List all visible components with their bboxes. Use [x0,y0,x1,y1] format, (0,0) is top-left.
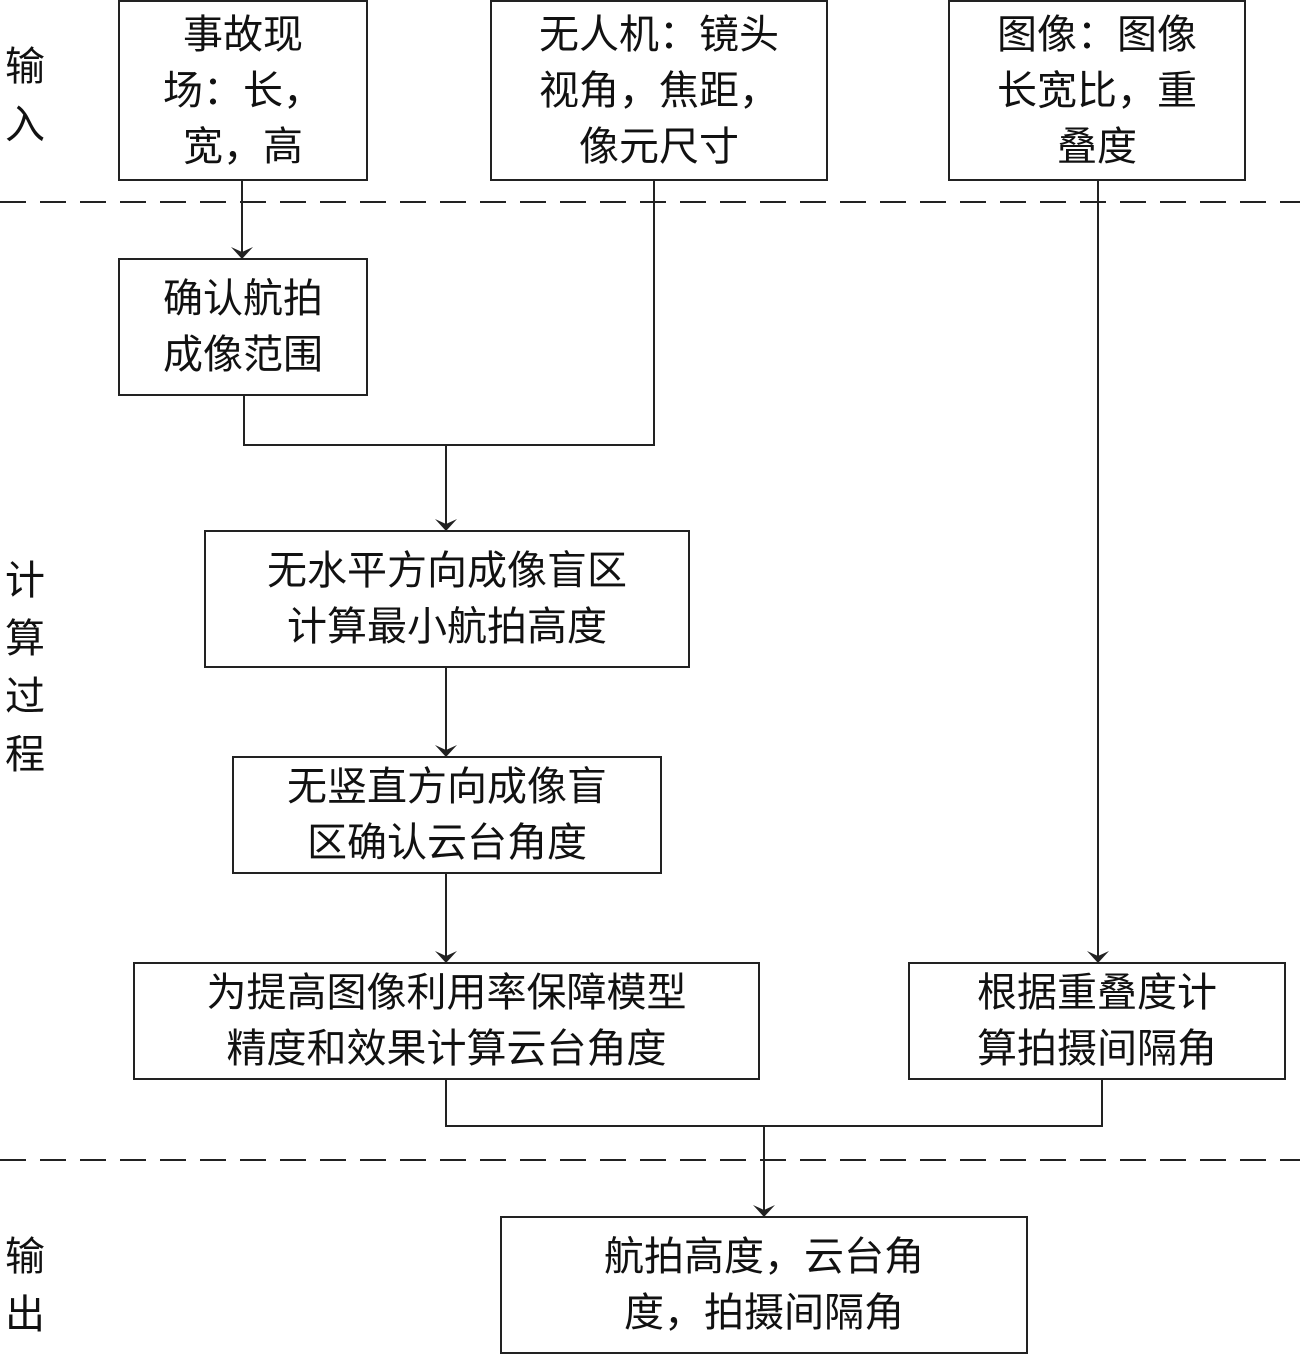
node-gimbal-confirm-text: 无竖直方向成像盲 区确认云台角度 [287,764,607,866]
node-uav-params-text: 无人机：镜头 视角，焦距， 像元尺寸 [539,11,779,170]
node-interval: 根据重叠度计 算拍摄间隔角 [908,962,1286,1080]
connector-range-uav-merge [243,180,655,446]
section-label-input: 输 入 [5,44,45,148]
node-gimbal-confirm: 无竖直方向成像盲 区确认云台角度 [232,756,662,874]
node-min-height-text: 无水平方向成像盲区 计算最小航拍高度 [267,548,627,650]
node-interval-text: 根据重叠度计 算拍摄间隔角 [977,970,1217,1072]
node-accident-scene-text: 事故现 场：长， 宽，高 [163,11,323,170]
node-confirm-range: 确认航拍 成像范围 [118,258,368,396]
section-label-process: 计 算 过 程 [5,558,45,778]
section-label-output: 输 出 [5,1234,45,1338]
node-uav-params: 无人机：镜头 视角，焦距， 像元尺寸 [490,0,828,181]
node-result-text: 航拍高度，云台角 度，拍摄间隔角 [604,1234,924,1336]
node-image-params: 图像：图像 长宽比，重 叠度 [948,0,1246,181]
node-gimbal-calc-text: 为提高图像利用率保障模型 精度和效果计算云台角度 [206,970,687,1072]
node-result: 航拍高度，云台角 度，拍摄间隔角 [500,1216,1028,1354]
node-accident-scene: 事故现 场：长， 宽，高 [118,0,368,181]
node-gimbal-calc: 为提高图像利用率保障模型 精度和效果计算云台角度 [133,962,760,1080]
node-image-params-text: 图像：图像 长宽比，重 叠度 [997,11,1197,170]
node-confirm-range-text: 确认航拍 成像范围 [163,276,323,378]
connector-to-output-merge [445,1080,1103,1127]
node-min-height: 无水平方向成像盲区 计算最小航拍高度 [204,530,690,668]
